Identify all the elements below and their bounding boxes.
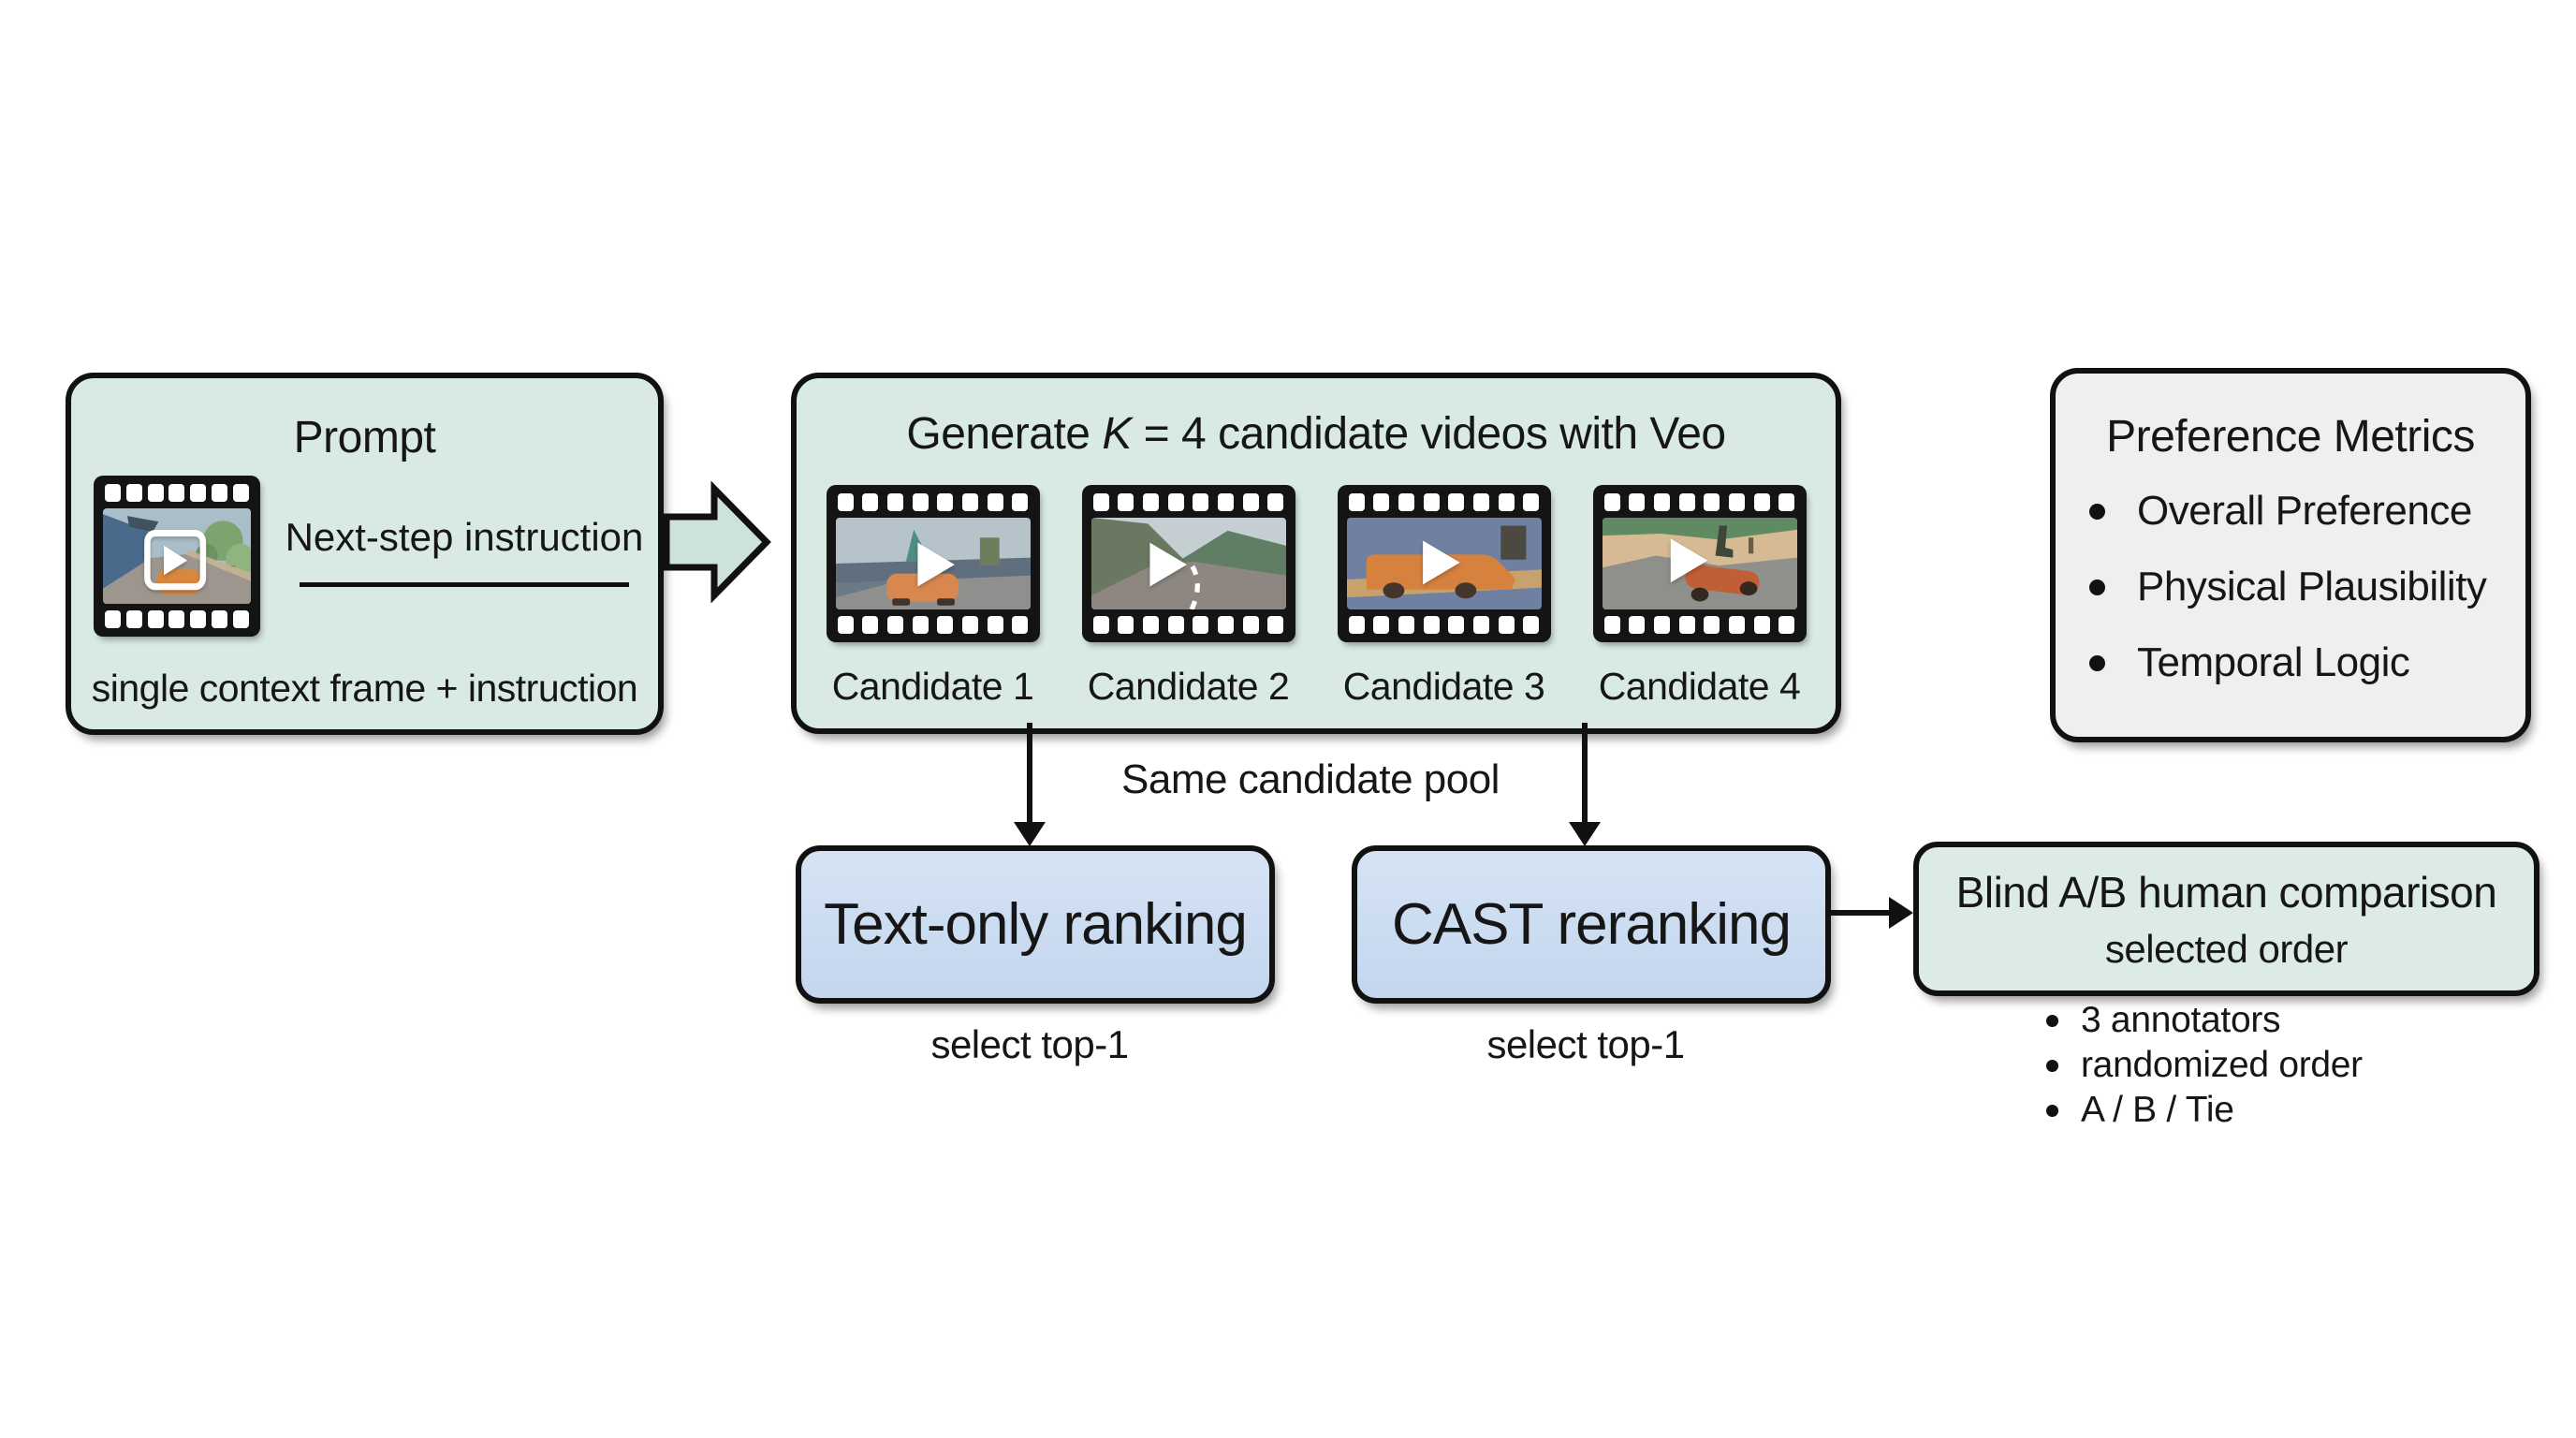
candidate-2-label: Candidate 2 [1087, 665, 1290, 708]
candidate-4-scene [1602, 518, 1797, 609]
candidate-3-scene [1346, 518, 1542, 609]
candidate-3-film-strip [1337, 485, 1551, 642]
mountain-road-scene-graphic [1090, 518, 1286, 609]
candidate-1: Candidate 1 [826, 485, 1040, 709]
comparison-notes-list: 3 annotators randomized order A / B / Ti… [2046, 998, 2363, 1133]
play-icon [1670, 538, 1707, 583]
prompt-title: Prompt [293, 413, 436, 462]
list-item: Overall Preference [2089, 488, 2507, 535]
candidate-2: Candidate 2 [1081, 485, 1295, 709]
list-item: Physical Plausibility [2089, 564, 2507, 610]
candidate-row: Candidate 1 Candidate 2 [797, 485, 1836, 709]
blind-comparison-subtitle: selected order [2104, 926, 2349, 971]
sea-road-scene-graphic [835, 518, 1031, 609]
text-only-ranking-label: Text-only ranking [824, 892, 1248, 957]
instruction-underline [300, 582, 629, 587]
film-sprocket-row [100, 610, 254, 628]
candidate-3: Candidate 3 [1337, 485, 1551, 709]
van-scene-graphic [1346, 518, 1542, 609]
context-frame-film-strip [94, 476, 260, 637]
next-step-instruction-label: Next-step instruction [285, 515, 644, 559]
cast-reranking-box: CAST reranking [1352, 845, 1831, 1004]
prompt-caption: single context frame + instruction [91, 667, 638, 710]
candidate-1-film-strip [826, 485, 1040, 642]
candidate-3-label: Candidate 3 [1342, 665, 1545, 708]
candidate-4-film-strip [1592, 485, 1807, 642]
play-icon [1422, 540, 1460, 585]
k-variable: K [1102, 409, 1132, 459]
select-top1-note: select top-1 [930, 1022, 1129, 1066]
cast-reranking-label: CAST reranking [1392, 892, 1792, 957]
preference-metrics-title: Preference Metrics [2106, 412, 2475, 462]
down-arrow-head-icon [1569, 822, 1601, 846]
bullet-icon [2089, 579, 2105, 595]
down-arrow-line [1027, 723, 1032, 826]
candidate-1-label: Candidate 1 [831, 665, 1034, 708]
blind-comparison-box: Blind A/B human comparison selected orde… [1913, 842, 2539, 996]
curve-road-scene-graphic [1602, 518, 1797, 609]
list-item: A / B / Tie [2046, 1088, 2363, 1133]
candidate-1-scene [835, 518, 1031, 609]
candidate-2-film-strip [1081, 485, 1295, 642]
right-block-arrow-icon [663, 481, 771, 603]
bullet-icon [2046, 1014, 2058, 1027]
candidate-2-scene [1090, 518, 1286, 609]
bullet-icon [2089, 654, 2105, 671]
pool-label: Same candidate pool [1121, 756, 1500, 802]
candidate-4-label: Candidate 4 [1598, 665, 1801, 708]
generate-box: Generate K = 4 candidate videos with Veo [791, 373, 1841, 734]
prompt-box: Prompt [66, 373, 664, 735]
film-sprocket-row [100, 484, 254, 502]
preference-metrics-box: Preference Metrics Overall Preference Ph… [2050, 368, 2531, 742]
context-frame-scene [103, 508, 251, 604]
bullet-icon [2046, 1104, 2058, 1117]
candidate-4: Candidate 4 [1592, 485, 1807, 709]
play-icon [916, 542, 955, 587]
road-scene-graphic [103, 508, 251, 604]
list-item: Temporal Logic [2089, 639, 2507, 686]
list-item: 3 annotators [2046, 998, 2363, 1043]
down-arrow-line [1582, 723, 1588, 826]
down-arrow-head-icon [1014, 822, 1046, 846]
blind-comparison-title: Blind A/B human comparison [1955, 867, 2497, 917]
list-item: randomized order [2046, 1043, 2363, 1088]
bullet-icon [2089, 503, 2105, 520]
next-step-instruction-group: Next-step instruction [281, 515, 648, 587]
right-arrow-head-icon [1889, 897, 1913, 929]
bullet-icon [2046, 1059, 2058, 1072]
text-only-ranking-box: Text-only ranking [796, 845, 1275, 1004]
play-icon [144, 529, 207, 591]
preference-metrics-list: Overall Preference Physical Plausibility… [2089, 488, 2507, 715]
right-arrow-line [1825, 910, 1895, 916]
play-icon [1149, 542, 1187, 587]
select-top1-note: select top-1 [1486, 1022, 1685, 1066]
generate-title: Generate K = 4 candidate videos with Veo [906, 409, 1726, 459]
